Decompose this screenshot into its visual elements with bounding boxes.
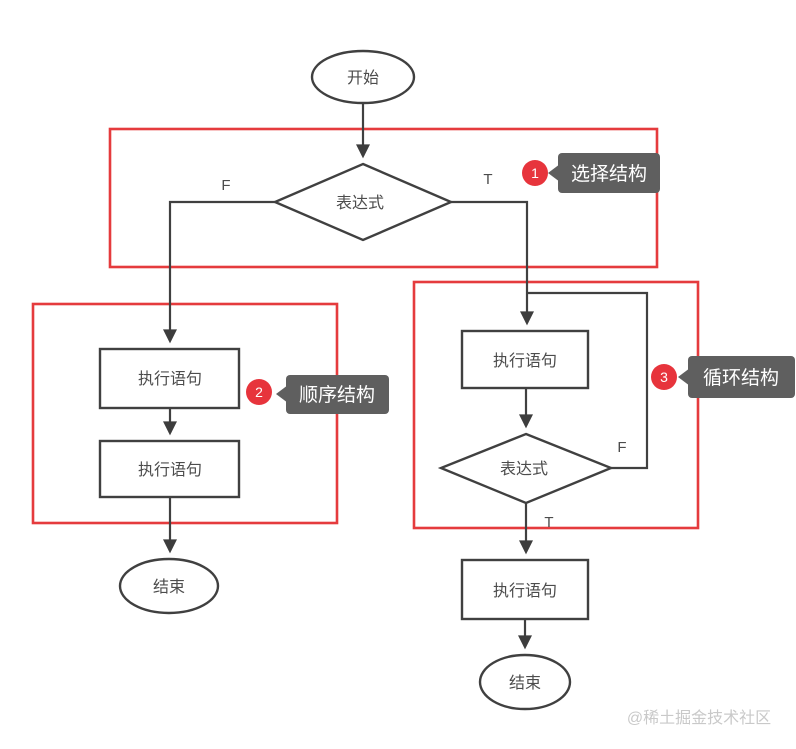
badge-3-number: 3	[660, 369, 668, 385]
annotation-sequence: 2 顺序结构	[246, 375, 389, 414]
annotation-loop: 3 循环结构	[651, 356, 795, 398]
selection-condition-label: 表达式	[336, 194, 384, 212]
sequence-statement-2-label: 执行语句	[138, 461, 202, 479]
tooltip-2-pointer-icon	[276, 385, 288, 403]
sequence-statement-1-label: 执行语句	[138, 370, 202, 388]
tooltip-1-label: 选择结构	[571, 163, 647, 185]
sequence-end-label: 结束	[153, 578, 185, 596]
badge-1-number: 1	[531, 165, 539, 181]
connector-true-branch	[451, 200, 534, 326]
loop-condition-diamond	[437, 432, 615, 505]
loop-true-branch-label: T	[544, 514, 553, 531]
connector-false-branch	[163, 200, 275, 344]
badge-2-number: 2	[255, 384, 263, 400]
badge-3-icon	[651, 364, 677, 390]
sequence-end-terminator	[118, 557, 220, 615]
loop-end-terminator	[478, 653, 572, 711]
selection-condition-diamond	[271, 162, 455, 242]
selection-true-branch-label: T	[483, 171, 492, 188]
connector-loop-back	[527, 291, 649, 470]
badge-1-icon	[522, 160, 548, 186]
loop-end-label: 结束	[509, 674, 541, 692]
selection-structure-highlight-box	[108, 127, 659, 269]
sequence-statement-2-box	[98, 439, 241, 499]
sequence-statement-1-box	[98, 347, 241, 410]
start-terminator	[310, 49, 416, 105]
loop-after-statement-box	[460, 558, 590, 621]
tooltip-2-box	[286, 375, 389, 414]
tooltip-3-box	[688, 356, 795, 398]
loop-condition-label: 表达式	[500, 460, 548, 478]
loop-structure-highlight-box	[412, 280, 700, 530]
loop-body-box	[460, 329, 590, 390]
tooltip-3-pointer-icon	[678, 368, 690, 386]
loop-body-label: 执行语句	[493, 352, 557, 370]
loop-after-statement-label: 执行语句	[493, 582, 557, 600]
watermark: @稀土掘金技术社区	[627, 709, 771, 727]
annotation-selection: 1 选择结构	[522, 153, 660, 193]
selection-false-branch-label: F	[221, 177, 230, 194]
loop-false-branch-label: F	[617, 439, 626, 456]
tooltip-1-box	[558, 153, 660, 193]
start-label: 开始	[347, 69, 379, 87]
tooltip-3-label: 循环结构	[703, 367, 779, 389]
tooltip-1-pointer-icon	[548, 164, 560, 182]
tooltip-2-label: 顺序结构	[299, 384, 375, 406]
badge-2-icon	[246, 379, 272, 405]
